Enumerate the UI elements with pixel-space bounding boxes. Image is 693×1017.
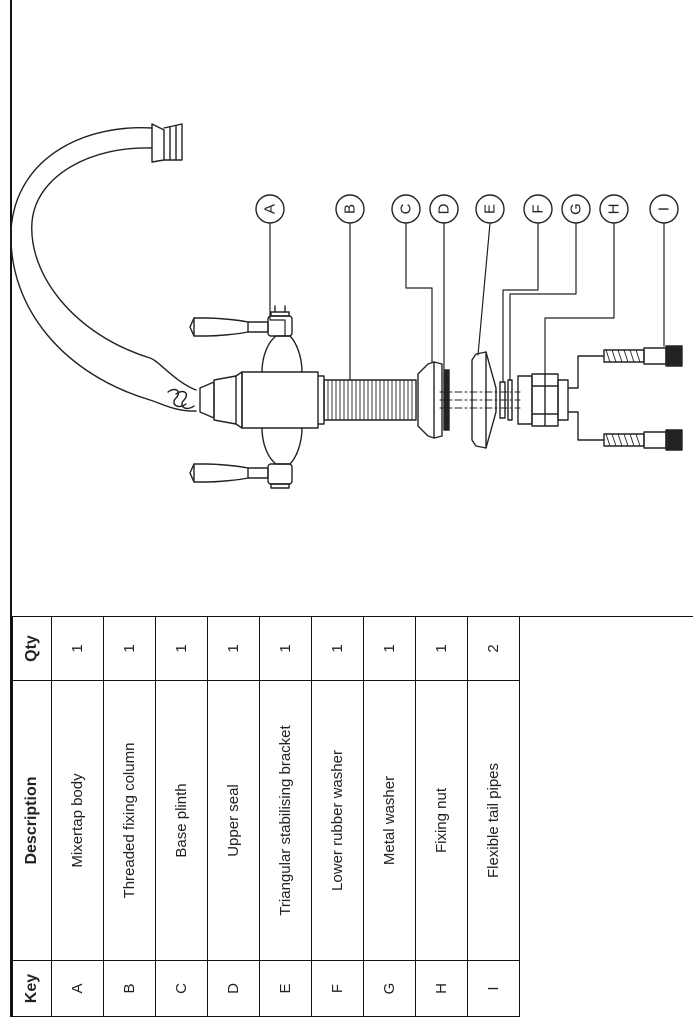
callout-label-i: I [656,207,673,211]
header-qty: Qty [12,616,52,681]
row-description: Fixing nut [415,680,468,961]
rotated-parts-table: Key Description Qty A Mixertap body 1 B … [12,616,520,1017]
threaded-fixing-column [323,379,417,421]
callout-b [335,194,365,224]
row-description: Base plinth [155,680,208,961]
row-key: G [363,960,416,1017]
table-row: B Threaded fixing column 1 [103,616,156,1017]
table-row: E Triangular stabilising bracket 1 [259,616,312,1017]
center-lines [439,355,605,441]
table-row: G Metal washer 1 [363,616,416,1017]
row-key: H [415,960,468,1017]
callout-h [599,194,629,224]
row-description: Upper seal [207,680,260,961]
table-row: C Base plinth 1 [155,616,208,1017]
row-description: Mixertap body [51,680,104,961]
callout-f [523,194,553,224]
callout-c [391,194,421,224]
flexible-tail-pipes [567,345,683,451]
callout-e [475,194,505,224]
table-row: A Mixertap body 1 [51,616,104,1017]
header-key: Key [12,960,52,1017]
callout-label-d: D [436,203,453,214]
row-qty: 1 [51,616,104,681]
callout-label-e: E [482,204,499,214]
table-row: H Fixing nut 1 [415,616,468,1017]
callout-label-b: B [342,204,359,214]
callout-label-f: F [530,204,547,213]
row-key: A [51,960,104,1017]
table-row: I Flexible tail pipes 2 [467,616,520,1017]
row-description: Threaded fixing column [103,680,156,961]
row-key: F [311,960,364,1017]
leader-lines [269,222,665,383]
row-description: Lower rubber washer [311,680,364,961]
row-key: B [103,960,156,1017]
header-description: Description [12,680,52,961]
row-key: D [207,960,260,1017]
table-row: D Upper seal 1 [207,616,260,1017]
frame-border-left [10,0,12,1017]
callouts [255,194,679,224]
parts-table-region: Key Description Qty A Mixertap body 1 B … [12,616,693,1017]
table-row: F Lower rubber washer 1 [311,616,364,1017]
row-qty: 1 [259,616,312,681]
callout-label-a: A [262,204,279,214]
row-qty: 2 [467,616,520,681]
row-key: I [467,960,520,1017]
callout-label-c: C [398,203,415,214]
row-qty: 1 [207,616,260,681]
row-qty: 1 [363,616,416,681]
row-description: Triangular stabilising bracket [259,680,312,961]
callout-g [561,194,591,224]
table-header-row: Key Description Qty [12,616,52,1017]
row-qty: 1 [103,616,156,681]
callout-i [649,194,679,224]
callout-a [255,194,285,224]
mixertap-body [189,305,325,489]
row-qty: 1 [155,616,208,681]
row-description: Metal washer [363,680,416,961]
callout-label-g: G [568,203,585,215]
row-description: Flexible tail pipes [467,680,520,961]
callout-d [429,194,459,224]
spout [10,123,197,412]
row-key: C [155,960,208,1017]
parts-table: Key Description Qty A Mixertap body 1 B … [12,616,520,1017]
fixing-nut [517,373,569,427]
row-qty: 1 [415,616,468,681]
callout-label-h: H [606,204,623,215]
row-key: E [259,960,312,1017]
tap-exploded-view: A B C D E F G H I [10,123,693,617]
base-plinth [417,361,443,439]
row-qty: 1 [311,616,364,681]
